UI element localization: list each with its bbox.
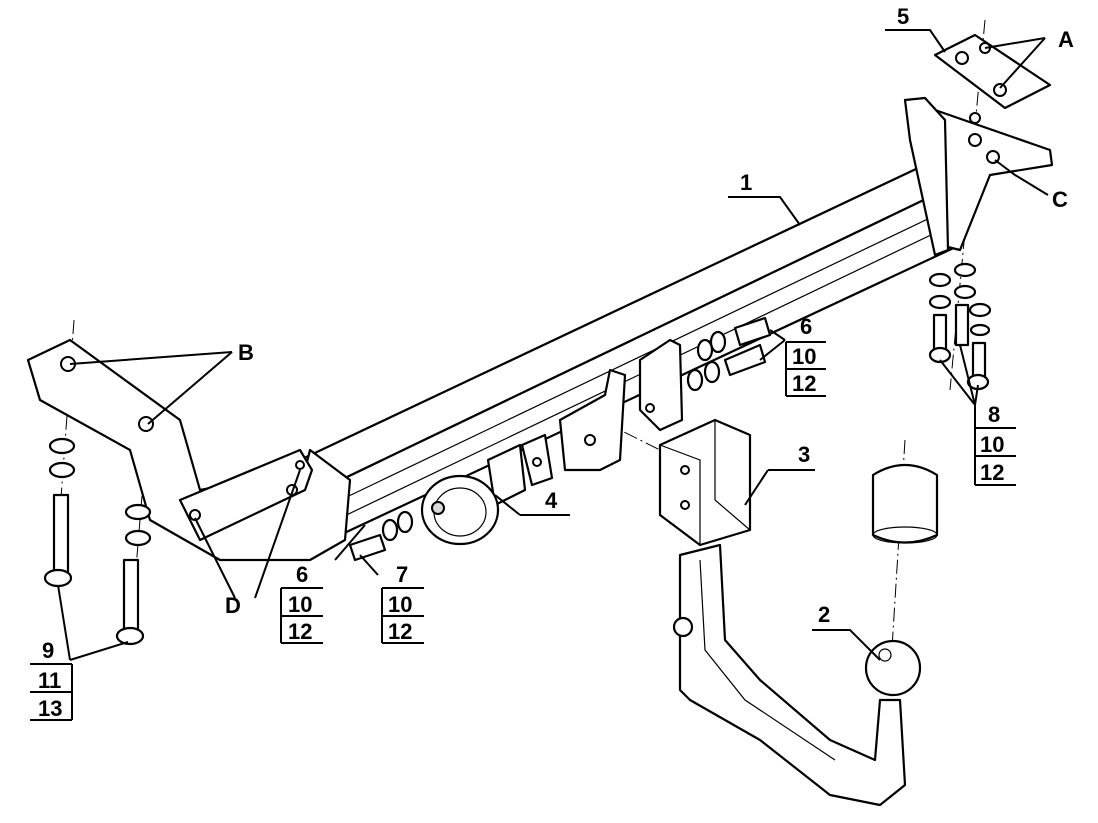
ball-neck xyxy=(672,543,922,807)
electrical-socket xyxy=(420,443,527,546)
callout-4: 4 xyxy=(545,488,558,513)
svg-text:12: 12 xyxy=(980,460,1004,485)
svg-text:12: 12 xyxy=(388,619,412,644)
svg-text:8: 8 xyxy=(988,402,1000,427)
fasteners-center xyxy=(348,316,772,562)
svg-text:12: 12 xyxy=(288,619,312,644)
svg-text:10: 10 xyxy=(980,432,1004,457)
center-hangers xyxy=(520,338,684,487)
callout-6-lower: 6 10 12 xyxy=(280,562,323,644)
callout-1: 1 xyxy=(740,170,752,195)
svg-text:6: 6 xyxy=(800,314,812,339)
svg-text:10: 10 xyxy=(388,592,412,617)
callout-7: 7 10 12 xyxy=(381,562,424,644)
fasteners-left xyxy=(43,437,152,646)
svg-text:7: 7 xyxy=(396,562,408,587)
fasteners-right xyxy=(928,262,992,391)
callout-3: 3 xyxy=(798,442,810,467)
callout-A: A xyxy=(1058,27,1074,52)
cross-beam xyxy=(298,158,962,537)
callout-labels: 1 2 3 4 5 A B C D 6 10 12 6 10 12 xyxy=(30,4,1074,721)
leader-lines xyxy=(57,29,1049,661)
svg-text:10: 10 xyxy=(792,344,816,369)
callout-C: C xyxy=(1052,187,1068,212)
ball-cap xyxy=(871,464,939,544)
svg-text:12: 12 xyxy=(792,371,816,396)
callout-5: 5 xyxy=(897,4,909,29)
svg-text:10: 10 xyxy=(288,592,312,617)
svg-text:11: 11 xyxy=(38,668,61,693)
right-bracket xyxy=(903,96,1054,257)
svg-text:9: 9 xyxy=(42,638,54,663)
left-bracket xyxy=(26,338,352,562)
svg-text:6: 6 xyxy=(296,562,308,587)
svg-text:13: 13 xyxy=(38,696,62,721)
callout-8: 8 10 12 xyxy=(974,402,1016,486)
assembly-axes xyxy=(54,19,986,681)
callout-9: 9 11 13 xyxy=(30,638,73,721)
callout-6-upper: 6 10 12 xyxy=(785,314,826,397)
callout-D: D xyxy=(225,593,241,618)
callout-2: 2 xyxy=(818,602,830,627)
receiver-housing xyxy=(658,418,752,547)
callout-B: B xyxy=(238,340,254,365)
